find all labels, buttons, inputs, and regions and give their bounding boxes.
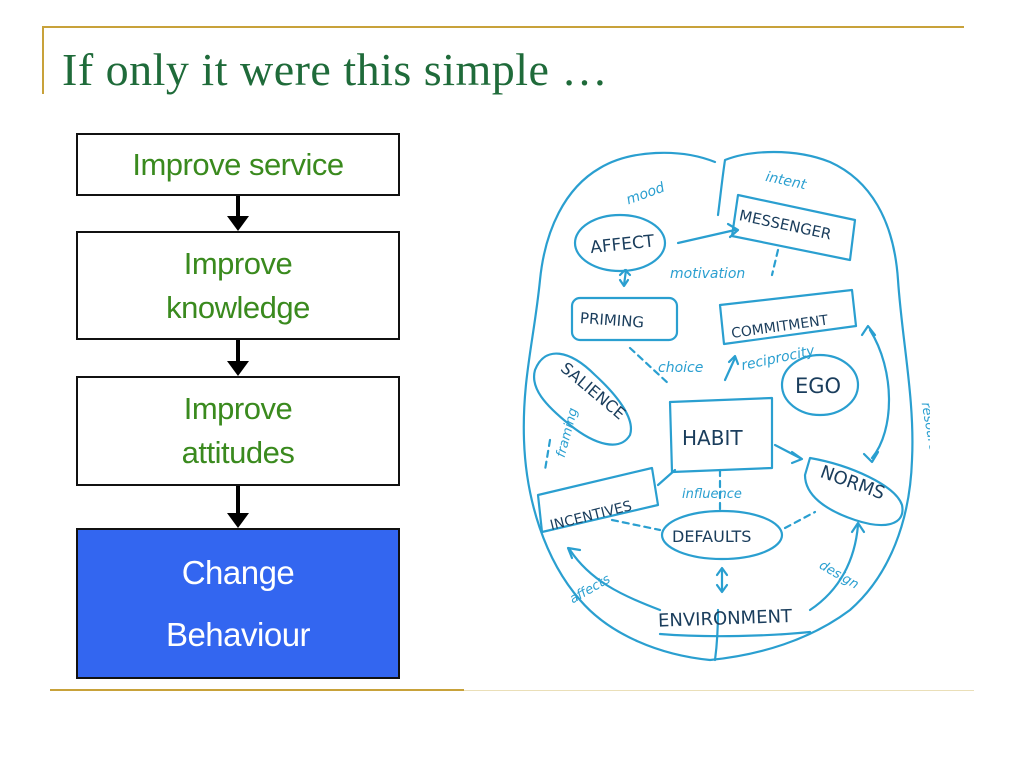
commitment-node xyxy=(718,288,858,346)
affect-node xyxy=(573,213,667,273)
step-text: Improve service xyxy=(132,146,344,182)
commitment-label: COMMITMENT xyxy=(730,312,829,341)
habit-label: HABIT xyxy=(682,426,743,450)
step-text: Improve xyxy=(183,245,293,281)
priming-label: PRIMING xyxy=(579,309,644,331)
defaults-label: DEFAULTS xyxy=(672,527,751,546)
ego-node xyxy=(780,353,860,417)
step-text: attitudes xyxy=(181,435,295,470)
affect-label: AFFECT xyxy=(589,231,656,258)
step-change-behaviour: Change Behaviour xyxy=(76,528,400,679)
habit-node xyxy=(668,396,774,474)
ego-label: EGO xyxy=(795,374,841,398)
resources-label: resources xyxy=(918,401,930,466)
norms-label: NORMS xyxy=(817,462,887,505)
defaults-node xyxy=(660,509,784,561)
choice-label: choice xyxy=(658,360,703,376)
motivation-label: motivation xyxy=(670,266,745,282)
top-rule xyxy=(42,26,964,28)
brain-sketch: AFFECT MESSENGER PRIMING COMMITMENT SALI… xyxy=(522,150,930,662)
step-improve-attitudes: Improve attitudes xyxy=(76,376,400,486)
affects-label: affects xyxy=(567,572,613,607)
slide-title: If only it were this simple … xyxy=(62,44,608,95)
down-arrow-icon xyxy=(227,486,249,528)
bottom-rule-faint xyxy=(464,690,974,691)
incentives-label: INCENTIVES xyxy=(549,498,634,534)
down-arrow-icon xyxy=(227,196,249,231)
intent-label: intent xyxy=(764,169,808,193)
messenger-node xyxy=(730,193,857,262)
influence-label: influence xyxy=(682,487,742,502)
step-improve-service: Improve service xyxy=(76,133,400,196)
title-accent-line xyxy=(42,28,44,94)
step-text: knowledge xyxy=(166,289,310,325)
priming-node xyxy=(570,296,679,342)
environment-underline xyxy=(658,630,812,638)
behaviour-brain-diagram: AFFECT MESSENGER PRIMING COMMITMENT SALI… xyxy=(510,140,930,680)
environment-label: ENVIRONMENT xyxy=(658,606,794,632)
bottom-rule xyxy=(50,689,464,691)
salience-node xyxy=(532,352,633,446)
reciprocity-label: reciprocity xyxy=(740,343,817,374)
brain-outline xyxy=(522,150,914,662)
norms-node xyxy=(803,456,904,527)
incentives-node xyxy=(536,466,660,534)
design-label: design xyxy=(816,558,861,593)
down-arrow-icon xyxy=(227,340,249,376)
mood-label: mood xyxy=(624,180,667,209)
step-improve-knowledge: Improve knowledge xyxy=(76,231,400,340)
step-text: Behaviour xyxy=(165,615,311,653)
step-text: Change xyxy=(181,553,295,591)
step-text: Improve xyxy=(183,391,293,426)
